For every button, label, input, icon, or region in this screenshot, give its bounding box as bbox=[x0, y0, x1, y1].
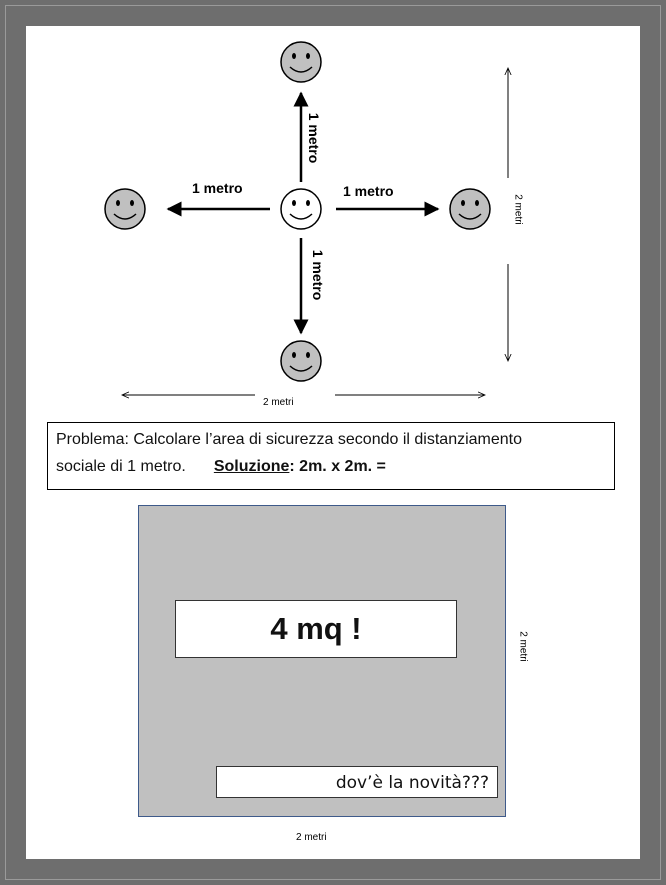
problem-line-2: sociale di 1 metro. Soluzione: 2m. x 2m. … bbox=[56, 458, 386, 476]
smiley-face-bottom bbox=[280, 340, 322, 382]
arrow-right-label: 1 metro bbox=[343, 183, 394, 199]
solution-label: Soluzione bbox=[213, 458, 290, 475]
arrow-down-label: 1 metro bbox=[310, 249, 326, 301]
problem-box: Problema: Calcolare l’area di sicurezza … bbox=[47, 422, 615, 490]
arrow-up-label: 1 metro bbox=[306, 112, 322, 164]
smiley-face-center bbox=[280, 188, 322, 230]
smiley-face-top bbox=[280, 41, 322, 83]
diagram-height-label: 2 metri bbox=[512, 194, 524, 225]
smiley-face-right bbox=[449, 188, 491, 230]
safety-area-square bbox=[138, 505, 506, 817]
answer-box: 4 mq ! bbox=[175, 600, 457, 658]
problem-line-1: Problema: Calcolare l’area di sicurezza … bbox=[56, 431, 523, 448]
smiley-face-left bbox=[104, 188, 146, 230]
square-bottom-label: 2 metri bbox=[296, 832, 327, 843]
solution-text: : 2m. x 2m. = bbox=[289, 458, 386, 475]
square-side-label: 2 metri bbox=[517, 631, 529, 662]
arrow-left-label: 1 metro bbox=[192, 180, 243, 196]
note-box: dov’è la novità??? bbox=[216, 766, 498, 798]
diagram-width-label: 2 metri bbox=[263, 397, 294, 408]
document-frame bbox=[5, 5, 661, 880]
problem-line-2-text: sociale di 1 metro. bbox=[56, 458, 186, 475]
